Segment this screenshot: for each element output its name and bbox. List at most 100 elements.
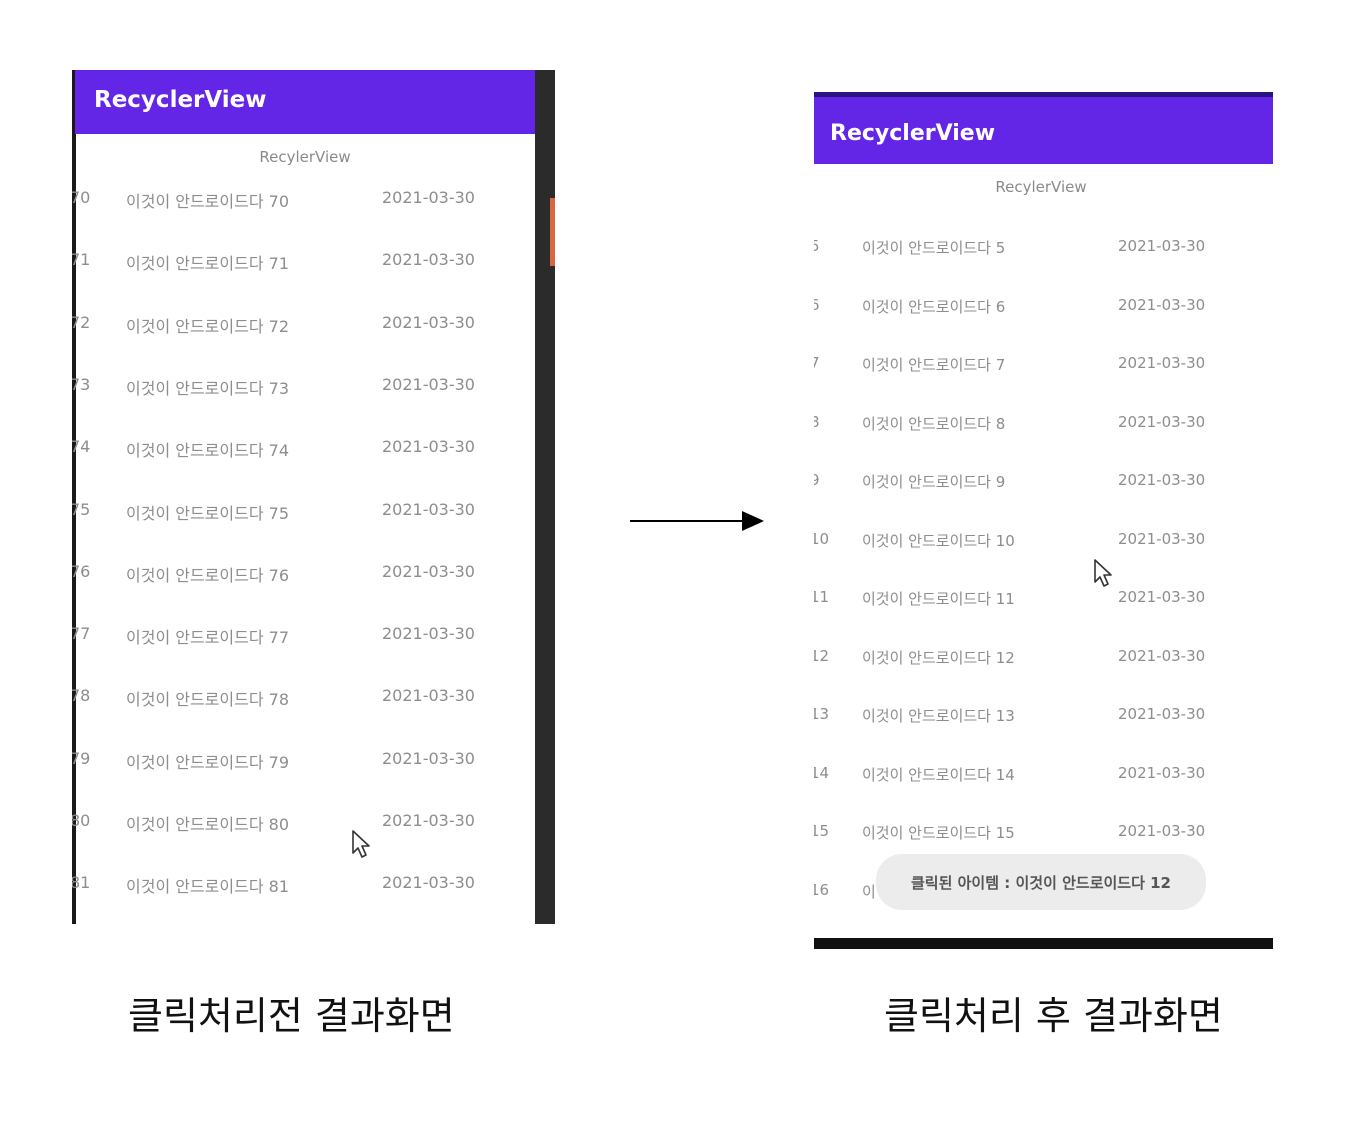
list-item[interactable]: 9 이것이 안드로이드다 9 2021-03-30 — [814, 471, 1273, 530]
after-caption: 클릭처리 후 결과화면 — [884, 994, 1223, 1038]
item-number: 15 — [814, 822, 830, 840]
item-number: 77 — [72, 624, 91, 644]
item-date: 2021-03-30 — [1118, 763, 1206, 782]
list-item[interactable]: 15 이것이 안드로이드다 15 2021-03-30 — [814, 822, 1273, 881]
mouse-pointer-icon — [352, 830, 370, 858]
item-number: 81 — [72, 873, 91, 893]
side-button-accent — [550, 198, 555, 266]
item-title: 이것이 안드로이드다 70 — [126, 192, 290, 211]
item-title: 이 — [862, 882, 876, 901]
item-date: 2021-03-30 — [1118, 471, 1206, 489]
item-number: 78 — [72, 686, 91, 706]
bottom-bezel — [814, 938, 1273, 949]
toast-message: 클릭된 아이템 : 이것이 안드로이드다 12 — [876, 854, 1206, 910]
item-number: 76 — [72, 561, 91, 581]
item-title: 이것이 안드로이드다 79 — [126, 752, 290, 772]
item-date: 2021-03-30 — [1118, 354, 1206, 372]
list-item[interactable]: 79 이것이 안드로이드다 79 2021-03-30 — [72, 749, 535, 811]
list-item[interactable]: 5 이것이 안드로이드다 5 2021-03-30 — [814, 237, 1273, 296]
item-date: 2021-03-30 — [382, 499, 475, 519]
item-title: 이것이 안드로이드다 13 — [862, 707, 1015, 725]
list-item[interactable]: 76 이것이 안드로이드다 76 2021-03-30 — [72, 562, 535, 624]
item-title: 이것이 안드로이드다 77 — [126, 628, 290, 648]
item-date: 2021-03-30 — [382, 748, 475, 768]
app-bar: RecyclerView — [75, 70, 535, 134]
item-date: 2021-03-30 — [1118, 237, 1206, 255]
item-date: 2021-03-30 — [382, 188, 475, 207]
item-number: 79 — [72, 748, 91, 768]
item-number: 73 — [72, 374, 91, 394]
item-number: 12 — [814, 646, 830, 665]
item-title: 이것이 안드로이드다 14 — [862, 765, 1015, 784]
item-date: 2021-03-30 — [382, 374, 475, 394]
list-item[interactable]: 71 이것이 안드로이드다 71 2021-03-30 — [72, 250, 535, 312]
item-title: 이것이 안드로이드다 78 — [126, 690, 290, 710]
list-item[interactable]: 11 이것이 안드로이드다 11 2021-03-30 — [814, 588, 1273, 647]
item-date: 2021-03-30 — [382, 437, 475, 457]
item-title: 이것이 안드로이드다 15 — [862, 824, 1015, 842]
toast-text: 클릭된 아이템 : 이것이 안드로이드다 12 — [911, 873, 1171, 892]
list-item[interactable]: 10 이것이 안드로이드다 10 2021-03-30 — [814, 530, 1273, 589]
list-item[interactable]: 78 이것이 안드로이드다 78 2021-03-30 — [72, 686, 535, 748]
item-date: 2021-03-30 — [382, 561, 475, 581]
top-bezel — [814, 92, 1273, 97]
item-title: 이것이 안드로이드다 7 — [862, 356, 1006, 374]
item-date: 2021-03-30 — [1118, 529, 1206, 548]
item-title: 이것이 안드로이드다 71 — [126, 254, 290, 274]
item-title: 이것이 안드로이드다 11 — [862, 590, 1015, 608]
right-arrow — [630, 511, 764, 531]
list-item[interactable]: 75 이것이 안드로이드다 75 2021-03-30 — [72, 500, 535, 562]
item-date: 2021-03-30 — [1118, 295, 1206, 314]
item-title: 이것이 안드로이드다 74 — [126, 441, 290, 461]
app-bar: RecyclerView — [814, 97, 1273, 164]
list-subtitle: RecylerView — [259, 148, 351, 166]
item-date: 2021-03-30 — [382, 312, 475, 332]
item-number: 72 — [72, 312, 91, 332]
item-title: 이것이 안드로이드다 9 — [862, 473, 1006, 491]
item-date: 2021-03-30 — [1118, 822, 1206, 840]
list-item[interactable]: 7 이것이 안드로이드다 7 2021-03-30 — [814, 354, 1273, 413]
item-date: 2021-03-30 — [382, 250, 475, 270]
item-date: 2021-03-30 — [1118, 588, 1206, 606]
item-number: 9 — [814, 471, 820, 489]
item-title: 이것이 안드로이드다 6 — [862, 297, 1006, 316]
after-screen: RecyclerView RecylerView 5 이것이 안드로이드다 5 20… — [814, 92, 1273, 949]
item-title: 이것이 안드로이드다 80 — [126, 815, 290, 834]
item-number: 74 — [72, 437, 91, 457]
item-title: 이것이 안드로이드다 76 — [126, 565, 290, 585]
mouse-pointer-icon — [1094, 559, 1112, 587]
item-number: 7 — [814, 354, 820, 372]
item-number: 75 — [72, 499, 91, 519]
item-title: 이것이 안드로이드다 8 — [862, 414, 1006, 433]
list-subtitle: RecylerView — [995, 178, 1087, 196]
item-title: 이것이 안드로이드다 5 — [862, 239, 1006, 257]
item-title: 이것이 안드로이드다 75 — [126, 503, 290, 523]
item-date: 2021-03-30 — [382, 686, 475, 706]
item-number: 11 — [814, 588, 830, 606]
item-date: 2021-03-30 — [1118, 705, 1206, 723]
app-title: RecyclerView — [830, 121, 996, 146]
app-title: RecyclerView — [94, 87, 267, 113]
item-number: 5 — [814, 237, 820, 255]
list-item[interactable]: 74 이것이 안드로이드다 74 2021-03-30 — [72, 437, 535, 499]
item-title: 이것이 안드로이드다 10 — [862, 531, 1015, 550]
left-bezel — [72, 70, 76, 924]
item-number: 10 — [814, 529, 830, 548]
item-date: 2021-03-30 — [382, 873, 475, 893]
item-number: 71 — [72, 250, 91, 270]
